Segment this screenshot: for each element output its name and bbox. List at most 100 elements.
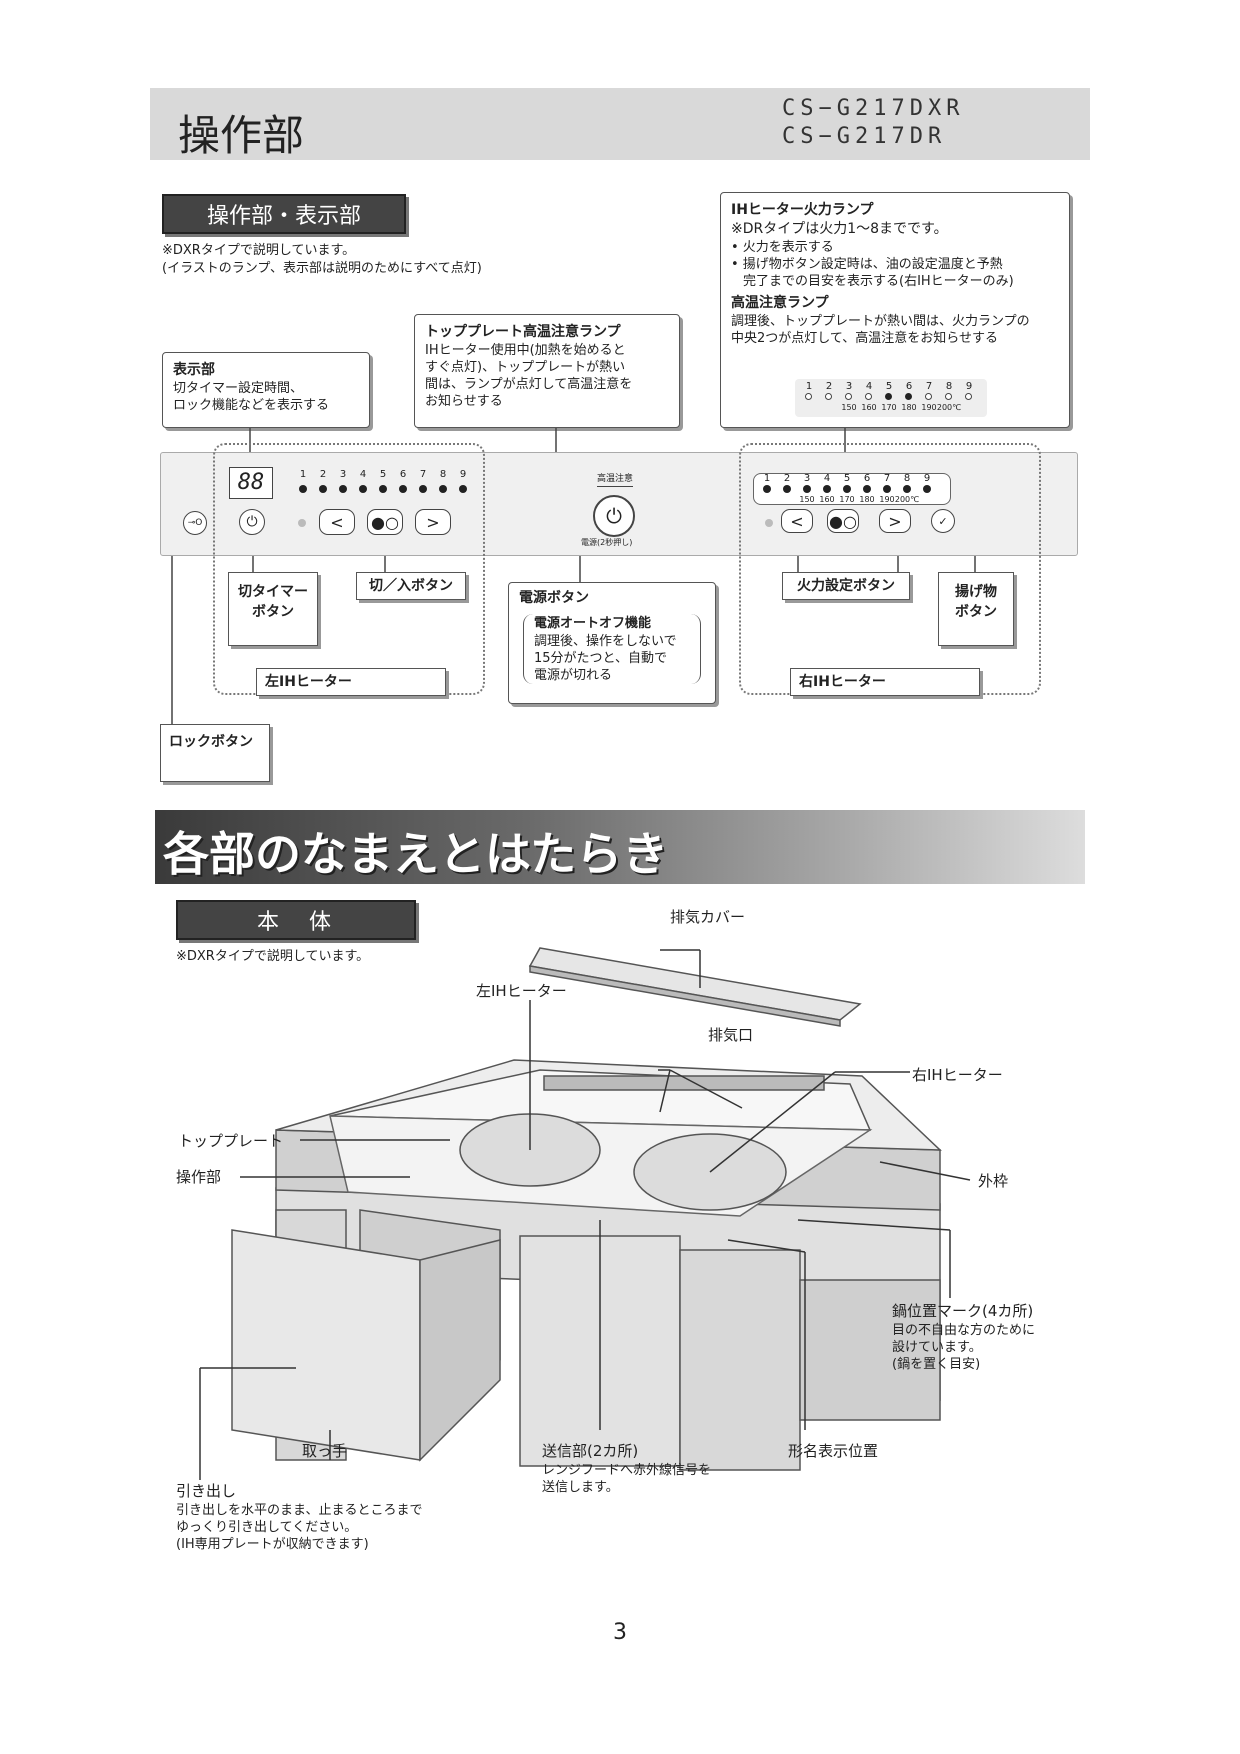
lamp-number: 6 (905, 381, 913, 392)
hot-warning-line: 中央2つが点灯して、高温注意をお知らせする (731, 331, 998, 346)
transmitter-line: 送信します。 (542, 1480, 619, 1495)
temp-label: 200℃ (894, 495, 920, 504)
lamp-number: 2 (319, 469, 327, 480)
lamp-number: 8 (903, 473, 911, 484)
fire-lamp-callout-title: IHヒーター火力ランプ (731, 202, 874, 218)
heat-level-lamp (843, 485, 851, 493)
fire-lamp-callout: IHヒーター火力ランプ ※DRタイプは火力1〜8までです。 • 火力を表示する … (720, 192, 1070, 428)
label-right-ih: 右IHヒーター (912, 1066, 1003, 1084)
fire-lamp-bullet: 完了までの目安を表示する(右IHヒーターのみ) (743, 274, 1014, 289)
left-onoff-button[interactable]: ●○ (367, 509, 403, 535)
hot-lamp-callout-title: トッププレート高温注意ランプ (425, 324, 621, 340)
fry-button[interactable]: ✓ (931, 509, 955, 533)
section-pill-panel: 操作部・表示部 (162, 194, 406, 234)
hot-lamp-callout-line: お知らせする (425, 394, 503, 409)
lock-button-label: ロックボタン (160, 724, 270, 782)
temp-label: 190 (921, 403, 937, 412)
left-minus-button[interactable]: < (319, 509, 355, 535)
heat-level-lamp (399, 485, 407, 493)
right-indicator-lamp (765, 519, 773, 527)
heat-level-lamp (863, 485, 871, 493)
power-button-callout: 電源ボタン 電源オートオフ機能 調理後、操作をしないで 15分がたつと、自動で … (508, 582, 716, 704)
temp-label: 170 (881, 403, 897, 412)
heat-level-lamp (459, 485, 467, 493)
right-minus-button[interactable]: < (781, 509, 813, 533)
right-ih-label: 右IHヒーター (790, 668, 980, 696)
hot-lamp-callout-line: IHヒーター使用中(加熱を始めると (425, 343, 626, 358)
heat-level-lamp (763, 485, 771, 493)
lock-button[interactable]: ⊸O (183, 511, 207, 535)
lamp-number: 6 (399, 469, 407, 480)
heat-level-lamp (923, 485, 931, 493)
heat-level-lamp (823, 485, 831, 493)
lamp-number: 1 (299, 469, 307, 480)
heat-level-lamp (905, 393, 912, 400)
label-model-position: 形名表示位置 (788, 1442, 879, 1460)
display-callout-line: 切タイマー設定時間、 (173, 381, 304, 396)
page-title: 操作部 (178, 111, 305, 160)
hot-warning-lamp-label: 高温注意 (597, 471, 634, 487)
timer-button-label: 切タイマー ボタン (228, 572, 318, 646)
pot-mark-desc: 目の不自由な方のために 設けています。 (鍋を置く目安) (892, 1322, 1035, 1373)
heat-level-lamp (299, 485, 307, 493)
model-number-1: CS−G217DXR (782, 96, 965, 121)
left-plus-button[interactable]: > (415, 509, 451, 535)
onoff-button-label: 切／入ボタン (356, 572, 466, 600)
left-ih-label: 左IHヒーター (256, 668, 446, 696)
timer-label-line: ボタン (252, 604, 294, 620)
left-indicator-lamp (298, 519, 306, 527)
power-icon: ⏻ (246, 514, 258, 530)
display-callout-line: ロック機能などを表示する (173, 398, 330, 413)
display-callout: 表示部 切タイマー設定時間、 ロック機能などを表示する (162, 352, 370, 428)
lamp-number: 7 (883, 473, 891, 484)
right-onoff-button[interactable]: ●○ (827, 509, 859, 533)
cooktop-illustration (199, 947, 971, 1480)
pot-mark-line: (鍋を置く目安) (892, 1357, 981, 1372)
panel-note-2: (イラストのランプ、表示部は説明のためにすべて点灯) (162, 261, 482, 276)
temp-label: 160 (819, 495, 835, 504)
label-pot-mark: 鍋位置マーク(4カ所) (892, 1302, 1034, 1320)
label-top-plate: トッププレート (178, 1132, 284, 1150)
drawer-line: 引き出しを水平のまま、止まるところまで (176, 1503, 423, 1518)
heat-level-lamp (805, 393, 812, 400)
auto-off-line: 15分がたつと、自動で (534, 651, 668, 666)
heat-level-lamp (903, 485, 911, 493)
auto-off-line: 調理後、操作をしないで (534, 634, 677, 649)
heat-level-lamp (319, 485, 327, 493)
model-number-2: CS−G217DR (782, 124, 947, 149)
lamp-number: 9 (923, 473, 931, 484)
heat-level-lamp (945, 393, 952, 400)
lamp-number: 1 (805, 381, 813, 392)
timer-display: 88 (229, 467, 273, 499)
lamp-number: 3 (803, 473, 811, 484)
page-header: 操作部 CS−G217DXR CS−G217DR (150, 88, 1090, 160)
fry-label-line: ボタン (955, 604, 997, 620)
lock-icon: ⊸O (187, 518, 203, 528)
label-left-ih: 左IHヒーター (476, 982, 567, 1000)
label-handle: 取っ手 (302, 1442, 348, 1460)
drawer-line: ゆっくり引き出してください。 (176, 1520, 358, 1535)
lamp-number: 3 (845, 381, 853, 392)
label-drawer: 引き出し (176, 1482, 237, 1500)
parts-note: ※DXRタイプで説明しています。 (176, 949, 370, 964)
fire-lamp-callout-sub: ※DRタイプは火力1〜8までです。 (731, 221, 948, 237)
right-plus-button[interactable]: > (879, 509, 911, 533)
heat-level-lamp (339, 485, 347, 493)
temp-label: 180 (859, 495, 875, 504)
drawer-desc: 引き出しを水平のまま、止まるところまで ゆっくり引き出してください。 (IH専用… (176, 1502, 422, 1553)
lamp-number: 3 (339, 469, 347, 480)
temp-label: 200℃ (936, 403, 962, 412)
power-button[interactable]: ⏻ (593, 495, 635, 537)
pot-mark-line: 目の不自由な方のために (892, 1323, 1036, 1338)
label-transmitter: 送信部(2カ所) (542, 1442, 639, 1460)
fry-label-line: 揚げ物 (955, 584, 997, 600)
label-frame: 外枠 (978, 1172, 1009, 1190)
hot-lamp-callout: トッププレート高温注意ランプ IHヒーター使用中(加熱を始めると すぐ点灯)、ト… (414, 314, 680, 428)
lamp-number: 4 (359, 469, 367, 480)
fry-icon: ✓ (938, 514, 948, 528)
lamp-number: 1 (763, 473, 771, 484)
lamp-number: 2 (825, 381, 833, 392)
lamp-number: 2 (783, 473, 791, 484)
timer-button[interactable]: ⏻ (239, 509, 265, 535)
